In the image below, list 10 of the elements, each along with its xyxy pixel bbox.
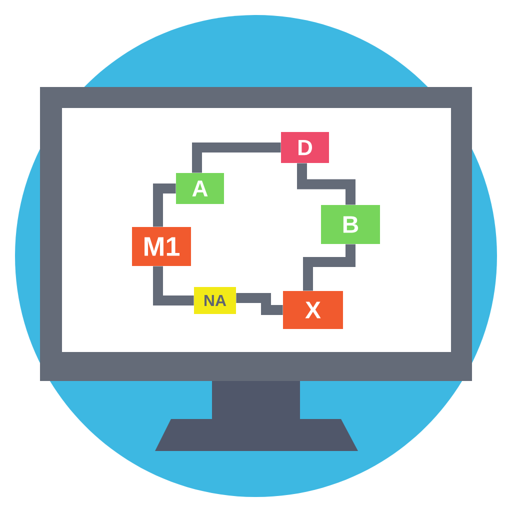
label-box: D — [281, 132, 329, 163]
connector — [192, 142, 281, 173]
connector — [236, 293, 283, 315]
label-box: A — [176, 173, 224, 204]
label-box: X — [283, 291, 343, 329]
label-box: M1 — [132, 227, 191, 266]
connector — [297, 163, 356, 205]
label-box: B — [321, 205, 380, 244]
connector — [303, 244, 356, 291]
label-box: NA — [194, 287, 236, 314]
